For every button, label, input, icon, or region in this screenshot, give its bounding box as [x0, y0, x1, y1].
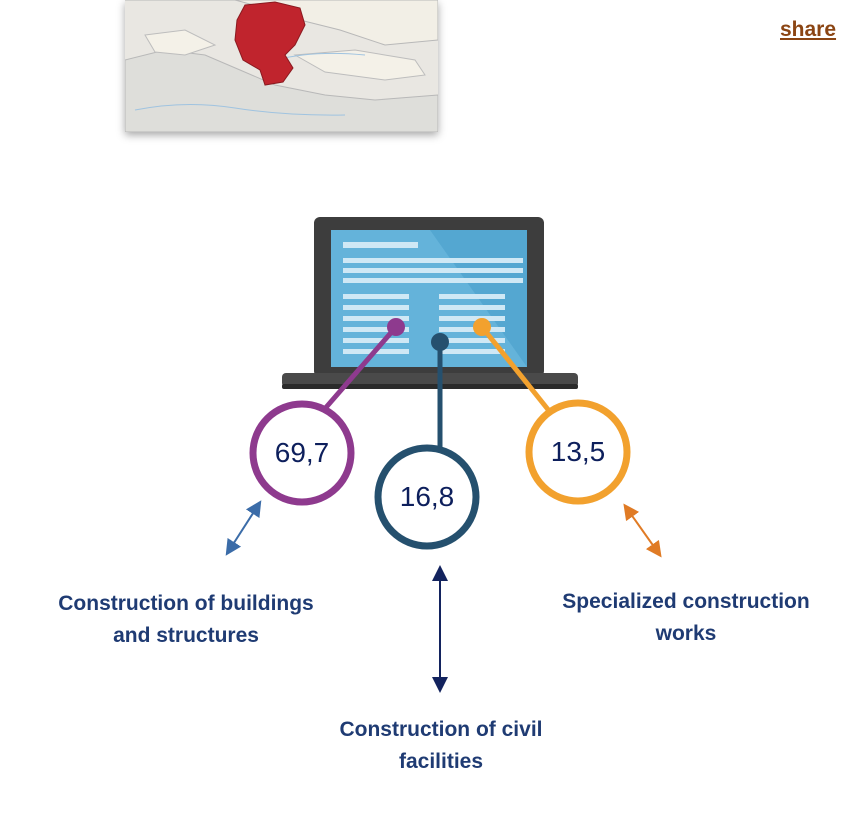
region-map-image [124, 0, 439, 133]
caption-civil-line2: facilities [398, 750, 484, 773]
caption-specialized-line1: Specialized construction [562, 590, 810, 613]
connector-buildings [320, 325, 398, 414]
caption-buildings-line2: and structures [113, 624, 259, 647]
value-specialized: 13,5 [550, 436, 606, 467]
laptop-icon [282, 217, 578, 389]
circle-civil [374, 444, 480, 550]
caption-specialized: Specialized construction works [508, 586, 864, 650]
caption-buildings: Construction of buildings and structures [0, 588, 372, 652]
dot-civil [431, 333, 449, 351]
caption-buildings-line1: Construction of buildings [58, 592, 314, 615]
value-civil: 16,8 [399, 481, 455, 512]
share-link[interactable]: share [780, 18, 837, 41]
arrow-buildings [225, 500, 262, 556]
arrow-specialized [623, 503, 662, 558]
dot-specialized [473, 318, 491, 336]
dot-buildings [387, 318, 405, 336]
circle-specialized [525, 399, 631, 505]
caption-specialized-line2: works [655, 622, 717, 645]
value-buildings: 69,7 [274, 437, 330, 468]
caption-civil: Construction of civil facilities [268, 714, 614, 778]
circle-buildings [249, 400, 355, 506]
connector-specialized [480, 325, 552, 414]
caption-civil-line1: Construction of civil [339, 718, 543, 741]
map-icon [124, 0, 439, 133]
